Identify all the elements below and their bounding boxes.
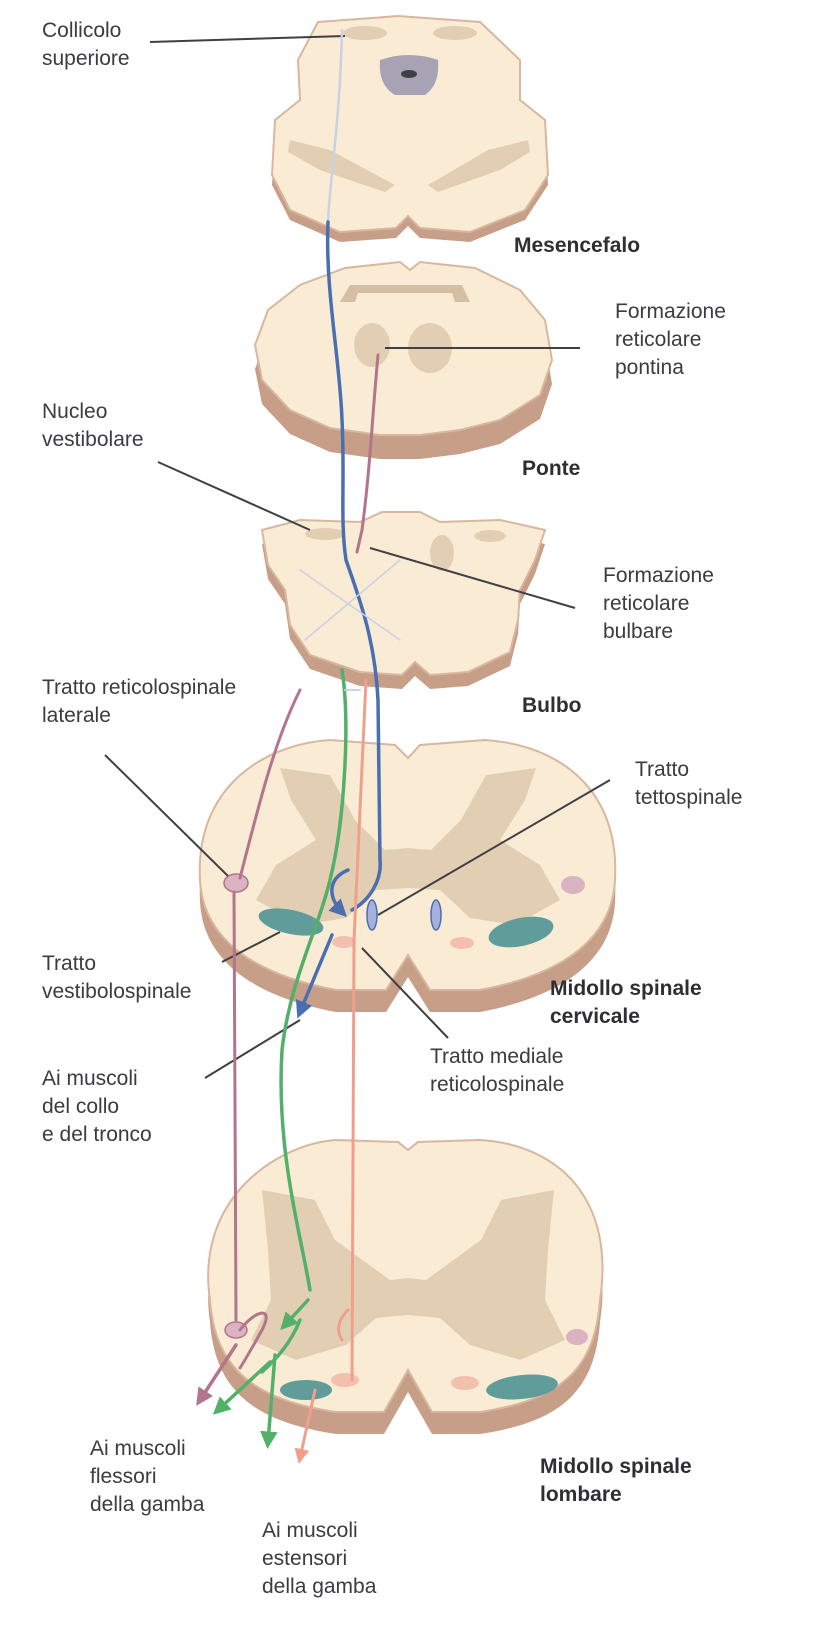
medulla-section xyxy=(262,512,545,689)
label-tratto-tettospinale: Tratto tettospinale xyxy=(635,756,742,812)
cervical-cord-section xyxy=(200,740,616,1012)
cervical-tectospinal-dot xyxy=(367,900,377,930)
lumbar-cord-section xyxy=(208,1140,602,1434)
lumbar-lateral-reticulospinal-dot-right xyxy=(566,1329,588,1345)
label-tratto-mediale-reticolospinale: Tratto mediale reticolospinale xyxy=(430,1043,564,1099)
label-bulbo: Bulbo xyxy=(522,692,581,720)
lumbar-medial-reticulospinal-dot xyxy=(331,1373,359,1387)
leader-nucleo-vestibolare xyxy=(158,462,310,530)
label-midollo-spinale-cervicale: Midollo spinale cervicale xyxy=(550,975,702,1031)
label-ponte: Ponte xyxy=(522,455,580,483)
label-ai-muscoli-estensori: Ai muscoli estensori della gamba xyxy=(262,1517,376,1601)
label-tratto-vestibolospinale: Tratto vestibolospinale xyxy=(42,950,191,1006)
cervical-lateral-reticulospinal-dot xyxy=(224,874,248,892)
mesencephalon-section xyxy=(272,16,548,242)
cervical-medial-reticulospinal-dot-right xyxy=(450,937,474,949)
label-formazione-reticolare-pontina: Formazione reticolare pontina xyxy=(615,298,726,382)
label-formazione-reticolare-bulbare: Formazione reticolare bulbare xyxy=(603,562,714,646)
label-ai-muscoli-flessori: Ai muscoli flessori della gamba xyxy=(90,1435,204,1519)
lumbar-vestibulospinal-area xyxy=(280,1380,332,1400)
lumbar-medial-reticulospinal-dot-right xyxy=(451,1376,479,1390)
superior-colliculus-right xyxy=(433,26,477,40)
pontine-reticular-nucleus-left xyxy=(354,323,390,367)
aqueduct xyxy=(401,70,417,78)
cervical-tectospinal-dot-right xyxy=(431,900,441,930)
cervical-medial-reticulospinal-dot xyxy=(332,936,356,948)
label-mesencefalo: Mesencefalo xyxy=(514,232,640,260)
label-nucleo-vestibolare: Nucleo vestibolare xyxy=(42,398,144,454)
pons-section xyxy=(255,262,552,459)
superior-colliculus-left xyxy=(343,26,387,40)
medullary-dorsal-nucleus xyxy=(474,530,506,542)
cervical-lateral-reticulospinal-dot-right xyxy=(561,876,585,894)
vestibular-nucleus-area xyxy=(305,528,345,540)
label-tratto-reticolospinale-laterale: Tratto reticolospinale laterale xyxy=(42,674,236,730)
label-ai-muscoli-collo-tronco: Ai muscoli del collo e del tronco xyxy=(42,1065,152,1149)
lateral-reticulospinal-tract xyxy=(234,892,236,1320)
label-midollo-spinale-lombare: Midollo spinale lombare xyxy=(540,1453,692,1509)
label-collicolo-superiore: Collicolo superiore xyxy=(42,17,130,73)
